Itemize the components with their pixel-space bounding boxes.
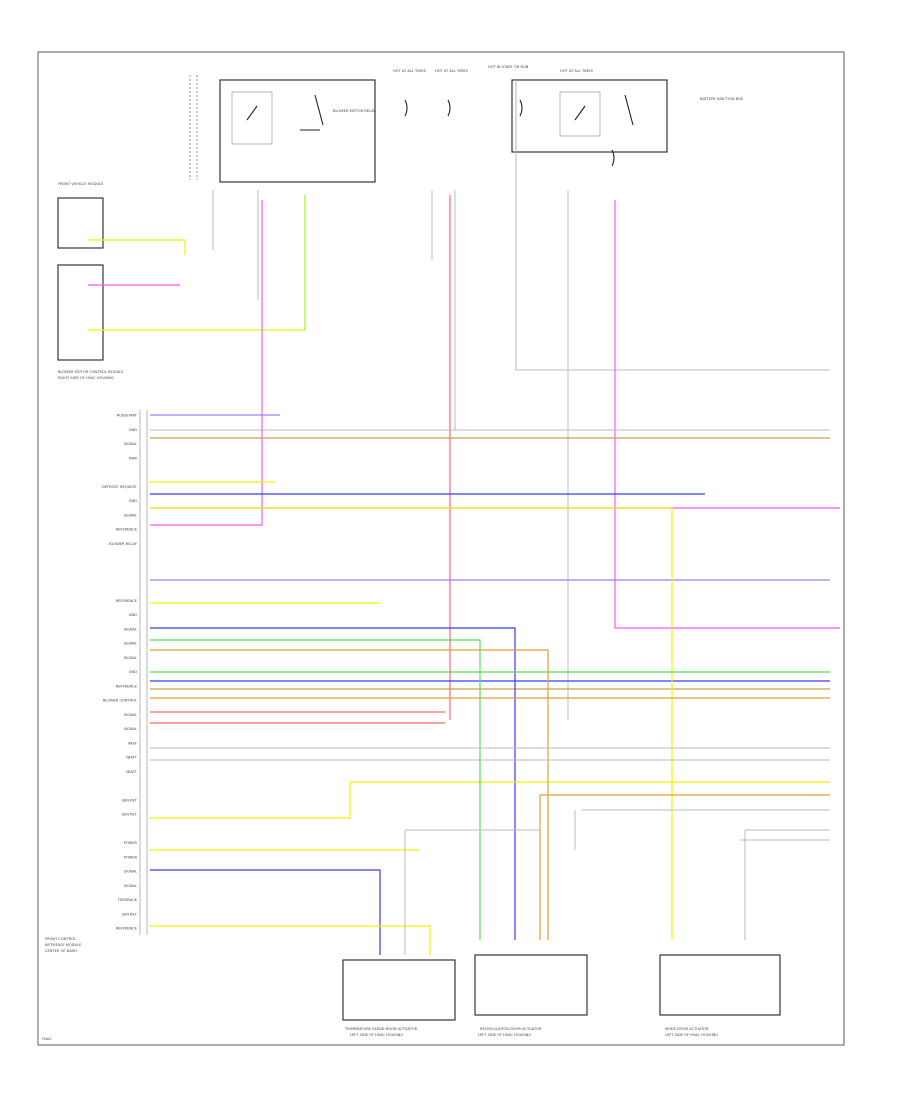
pin-label: SEN RET <box>122 813 138 817</box>
front-control-module-pins: FRONT CONTROL INTERFACE MODULE CENTER OF… <box>45 410 148 953</box>
pin-label: VBATT <box>126 756 138 760</box>
hot-label-group: HOT AT ALL TIMES HOT AT ALL TIMES HOT IN… <box>393 65 594 73</box>
wire-purple <box>150 414 830 581</box>
blower-motor-sub-label: RIGHT SIDE OF HVAC HOUSING <box>58 376 114 380</box>
actuator-3-label: MODE DOOR ACTUATOR <box>665 1027 709 1031</box>
pin-label: FEEDBACK <box>118 898 138 902</box>
hot-label-3: HOT IN START OR RUN <box>488 65 529 69</box>
pin-label: REFERENCE <box>116 599 138 603</box>
pin-label: POWER <box>124 855 138 859</box>
wire-yellow-bus <box>150 481 830 955</box>
pin-label: BLOWER CONTROL <box>103 699 137 703</box>
pin-label: PWR <box>129 456 138 460</box>
pin-label: SIGNAL <box>124 442 137 446</box>
fuse-row <box>404 99 615 167</box>
relay-box-left: BLOWER MOTOR RELAY <box>219 79 376 183</box>
front-vehicle-module: FRONT VEHICLE MODULE <box>57 182 104 249</box>
wire-pink <box>88 200 840 629</box>
pin-label: GND <box>129 670 137 674</box>
wire-yellow <box>88 195 306 331</box>
mode-door-actuator: MODE DOOR ACTUATOR LEFT SIDE OF HVAC HOU… <box>659 954 781 1037</box>
pin-label: SIGNAL <box>124 727 137 731</box>
temperature-blend-door-actuator: TEMPERATURE BLEND DOOR ACTUATOR LEFT SID… <box>342 959 456 1037</box>
blower-motor-label: BLOWER MOTOR CONTROL MODULE <box>58 370 124 374</box>
hot-label-4: HOT AT ALL TIMES <box>560 69 594 73</box>
pin-label: POWER <box>124 841 138 845</box>
relay-box-right: BATTERY JUNCTION BOX <box>511 79 744 153</box>
pin-label: SIGNAL <box>124 642 137 646</box>
actuator-3-sub: LEFT SIDE OF HVAC HOUSING <box>665 1033 718 1037</box>
pin-label: DEFROST REQUEST <box>102 485 138 489</box>
blower-motor-module: BLOWER MOTOR CONTROL MODULE RIGHT SIDE O… <box>57 264 124 380</box>
pin-label: RUN/START <box>117 414 138 418</box>
pin-label-list: RUN/START GND SIGNAL PWR DEFROST REQUEST GND S… <box>102 414 138 931</box>
front-vehicle-module-label: FRONT VEHICLE MODULE <box>58 182 104 186</box>
fcm-label-3: CENTER OF DASH <box>45 949 77 953</box>
pin-label: SIGNAL <box>124 884 137 888</box>
actuator-2-label: RECIRCULATION DOOR ACTUATOR <box>480 1027 542 1031</box>
pin-label: GND <box>129 613 137 617</box>
wire-layer <box>88 80 840 955</box>
pin-label: GND <box>129 499 137 503</box>
wire-red <box>150 195 451 724</box>
pin-label: BLOWER RELAY <box>109 542 138 546</box>
pin-label: SIGNAL <box>124 513 137 517</box>
pin-label: SEN RET <box>122 798 138 802</box>
fcm-label-1: FRONT CONTROL <box>45 937 76 941</box>
recirculation-door-actuator: RECIRCULATION DOOR ACTUATOR LEFT SIDE OF… <box>474 954 588 1037</box>
wire-blue <box>150 493 830 955</box>
diagram-frame <box>37 51 845 1046</box>
wire-tan <box>150 437 830 690</box>
wire-orange <box>150 649 830 940</box>
relay-label: BLOWER MOTOR RELAY <box>333 109 376 113</box>
pin-label: VREF <box>128 741 137 745</box>
hot-label-2: HOT AT ALL TIMES <box>435 69 469 73</box>
pin-label: SEN RET <box>122 912 138 916</box>
wire-green <box>150 639 830 940</box>
wire-gray <box>212 80 830 720</box>
actuator-2-sub: LEFT SIDE OF HVAC HOUSING <box>478 1033 531 1037</box>
footer-label: HVAC <box>42 1037 52 1041</box>
pin-label: REFERENCE <box>116 927 138 931</box>
pin-label: GND <box>129 428 137 432</box>
pin-label: SIGNAL <box>124 627 137 631</box>
actuator-1-label: TEMPERATURE BLEND DOOR ACTUATOR <box>344 1027 418 1031</box>
pin-label: VBATT <box>126 770 138 774</box>
fcm-label-2: INTERFACE MODULE <box>45 943 82 947</box>
junction-box-label: BATTERY JUNCTION BOX <box>700 97 744 101</box>
hot-label-1: HOT AT ALL TIMES <box>393 69 427 73</box>
pin-label: SIGNAL <box>124 713 137 717</box>
actuator-1-sub: LEFT SIDE OF HVAC HOUSING <box>350 1033 403 1037</box>
pin-label: REFERENCE <box>116 684 138 688</box>
wire-gray-bus <box>150 429 830 955</box>
pin-label: SIGNAL <box>124 870 137 874</box>
pin-label: REFERENCE <box>116 528 138 532</box>
pin-label: SIGNAL <box>124 656 137 660</box>
